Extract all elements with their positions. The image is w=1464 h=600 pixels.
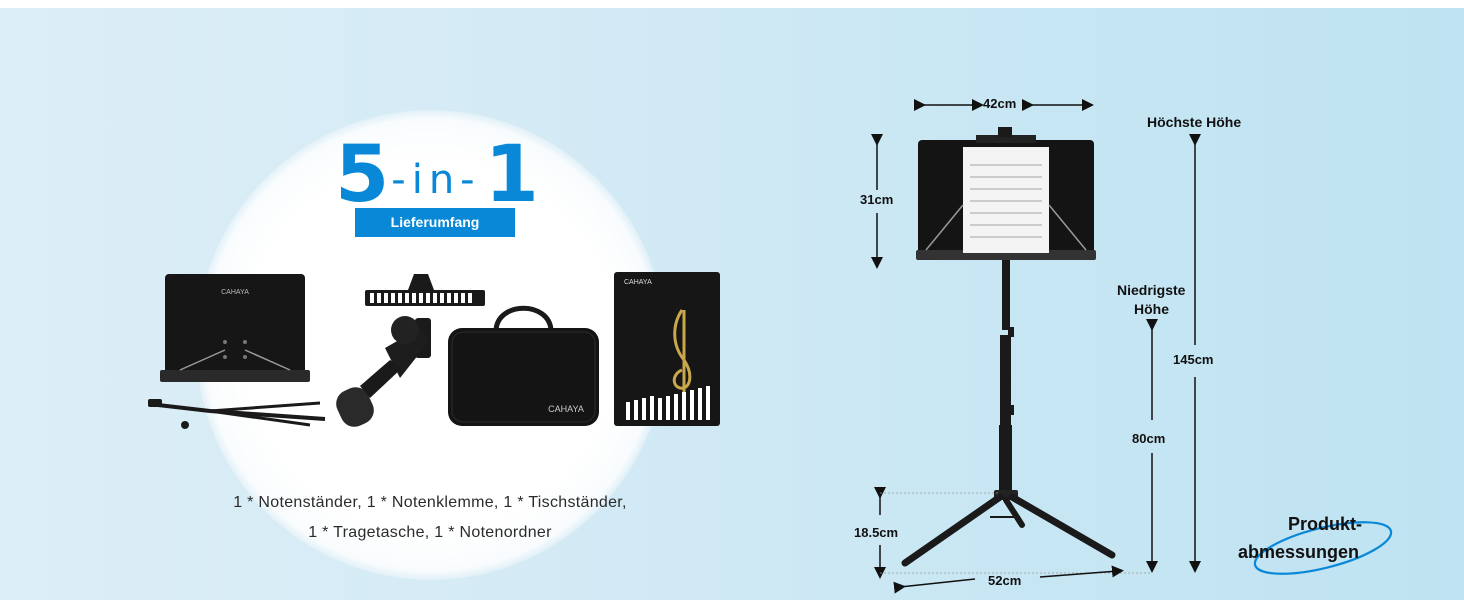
assembled-stand-diagram bbox=[871, 99, 1201, 594]
desk-brand-logo: CAHAYA bbox=[221, 289, 249, 296]
contents-caption-line-2: 1 * Tragetasche, 1 * Notenordner bbox=[308, 524, 552, 541]
folder-brand-logo: CAHAYA bbox=[624, 279, 652, 286]
product-dimensions-line-1: Produkt- bbox=[1288, 514, 1362, 534]
top-width-label: 42cm bbox=[983, 96, 1017, 111]
top-band bbox=[0, 0, 1464, 8]
leg-height-label: 18.5cm bbox=[854, 525, 899, 540]
scope-of-delivery-badge: Lieferumfang bbox=[355, 208, 515, 237]
five-in-one-title: 5 -in- 1 bbox=[335, 130, 539, 220]
bag-brand-logo: CAHAYA bbox=[548, 404, 584, 414]
product-dimensions-badge: Produkt- abmessungen bbox=[1238, 514, 1398, 580]
base-width-label: 52cm bbox=[988, 573, 1022, 588]
carrying-bag-image: CAHAYA bbox=[448, 305, 599, 426]
title-number-right: 1 bbox=[484, 130, 539, 220]
music-desk-image: CAHAYA bbox=[160, 274, 310, 382]
max-height-value: 145cm bbox=[1173, 352, 1214, 367]
product-dimensions-line-2: abmessungen bbox=[1238, 542, 1360, 562]
sheet-clip-and-table-stand-image bbox=[336, 274, 485, 427]
title-number-left: 5 bbox=[335, 130, 389, 220]
title-connector: -in- bbox=[391, 157, 481, 203]
min-height-value: 80cm bbox=[1132, 431, 1166, 446]
desk-height-label: 31cm bbox=[860, 192, 894, 207]
music-folder-image: CAHAYA bbox=[614, 272, 720, 426]
badge-swoosh-icon bbox=[1253, 521, 1393, 575]
folded-tripod-image bbox=[148, 399, 326, 429]
min-height-heading-line-1: Niedrigste bbox=[1117, 282, 1186, 298]
max-height-heading: Höchste Höhe bbox=[1147, 114, 1242, 130]
min-height-heading-line-2: Höhe bbox=[1134, 301, 1169, 317]
contents-caption-line-1: 1 * Notenständer, 1 * Notenklemme, 1 * T… bbox=[233, 494, 627, 511]
